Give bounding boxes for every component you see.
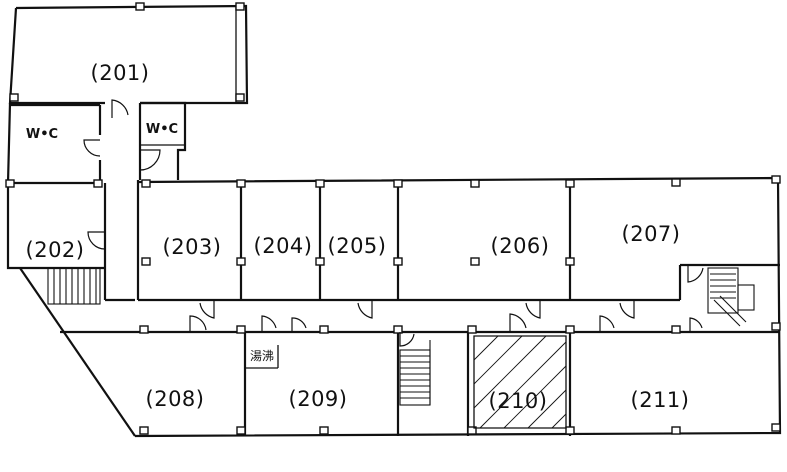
room-210-label: (210) [489, 389, 548, 413]
east-block-outline [19, 176, 782, 438]
wc-left-label: W•C [26, 127, 58, 142]
structural-columns [5, 2, 781, 435]
room-206-label: (206) [491, 234, 550, 258]
room-201-walls [8, 4, 249, 105]
stair-202 [47, 267, 101, 305]
room-209-label: (209) [289, 387, 348, 411]
stair-207 [707, 267, 755, 327]
room-201-label: (201) [91, 61, 150, 85]
stair-central [399, 340, 431, 406]
room-203-label: (203) [163, 235, 222, 259]
room-205-label: (205) [328, 234, 387, 258]
room-202-label: (202) [26, 238, 85, 262]
central-corridor-walls [103, 180, 140, 300]
room-207-label: (207) [622, 222, 681, 246]
kettle-room-label: 湯沸 [250, 349, 274, 363]
room-208-label: (208) [146, 387, 205, 411]
room-211-label: (211) [631, 388, 690, 412]
wc-left-walls [6, 102, 102, 185]
lower-room-partitions [60, 330, 780, 436]
wc-right-label: W•C [146, 122, 178, 137]
room-204-label: (204) [254, 234, 313, 258]
upper-room-partitions [138, 180, 780, 302]
hatched-area-210 [473, 335, 567, 429]
door-swings [83, 99, 704, 347]
wc-right-walls [138, 101, 187, 180]
